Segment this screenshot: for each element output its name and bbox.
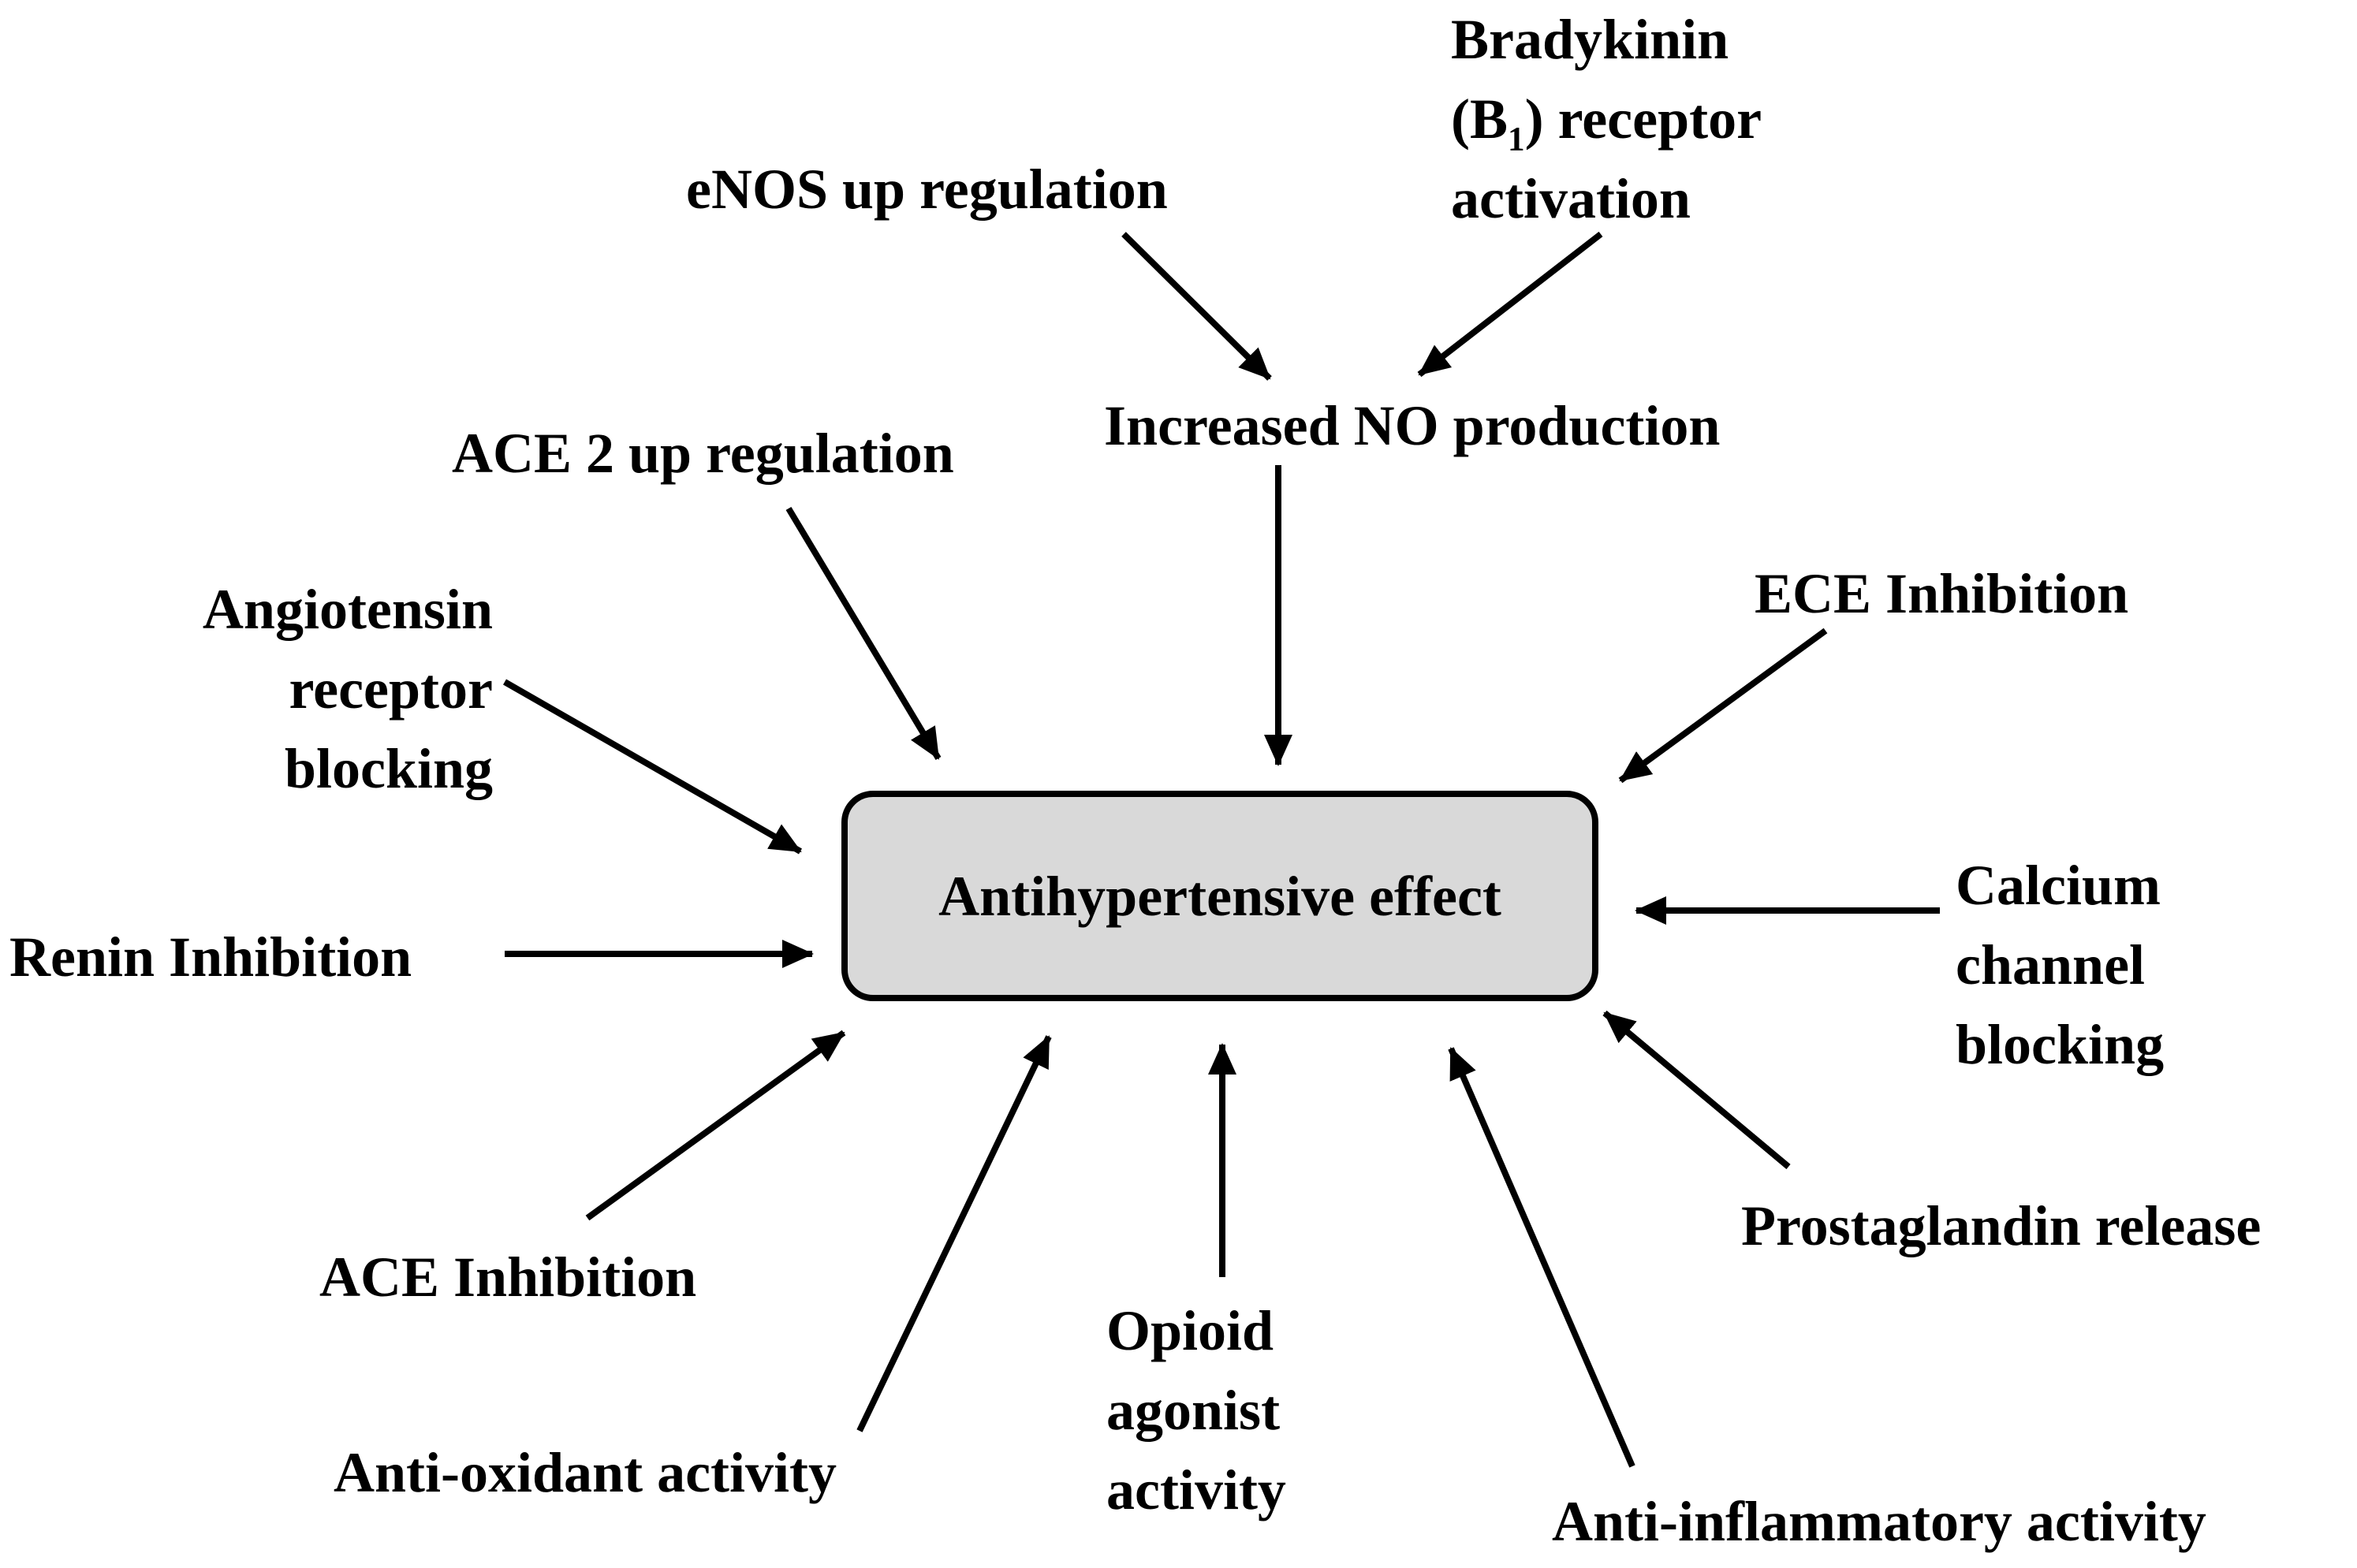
opioid-line-3: activity xyxy=(1106,1458,1286,1521)
label-no-production: Increased NO production xyxy=(1104,394,1721,457)
arrow-angiotensin-to-center xyxy=(503,679,802,855)
label-ace2: ACE 2 up regulation xyxy=(452,422,954,485)
bradykinin-line-1: Bradykinin xyxy=(1451,8,1729,71)
opioid-line-2: agonist xyxy=(1106,1379,1281,1442)
arrow-anti-inflammatory-to-center xyxy=(1448,1047,1635,1468)
arrow-ece-to-center xyxy=(1618,628,1828,784)
arrow-antioxidant-to-center xyxy=(856,1035,1052,1432)
label-opioid: Opioid agonist activity xyxy=(1106,1291,1286,1530)
arrow-ace2-to-center xyxy=(785,506,942,761)
label-ace-inhibition: ACE Inhibition xyxy=(319,1246,697,1309)
label-prostaglandin: Prostaglandin release xyxy=(1741,1194,2262,1257)
calcium-line-3: blocking xyxy=(1956,1013,2165,1076)
label-renin: Renin Inhibition xyxy=(9,926,412,989)
arrow-bradykinin-to-no xyxy=(1417,231,1603,378)
arrow-prostaglandin-to-center xyxy=(1602,1010,1791,1170)
calcium-line-2: channel xyxy=(1956,933,2146,996)
center-label: Antihypertensive effect xyxy=(938,864,1501,928)
label-bradykinin: Bradykinin (B1) receptor activation xyxy=(1451,0,1762,239)
angiotensin-line-2: receptor xyxy=(289,657,493,721)
angiotensin-line-1: Angiotensin xyxy=(202,578,493,641)
bradykinin-line-3: activation xyxy=(1451,167,1691,230)
label-antioxidant: Anti-oxidant activity xyxy=(334,1441,837,1504)
arrow-ace-inhibition-to-center xyxy=(585,1030,846,1221)
bradykinin-line-2: (B1) receptor xyxy=(1451,88,1762,158)
opioid-line-1: Opioid xyxy=(1106,1299,1274,1362)
arrow-enos-to-no xyxy=(1121,232,1272,381)
center-node: Antihypertensive effect xyxy=(841,791,1598,1001)
label-enos: eNOS up regulation xyxy=(686,158,1168,221)
angiotensin-line-3: blocking xyxy=(284,737,493,800)
label-calcium: Calcium channel blocking xyxy=(1956,846,2164,1085)
label-angiotensin: Angiotensin receptor blocking xyxy=(142,570,493,809)
label-anti-inflammatory: Anti-inflammatory activity xyxy=(1552,1490,2206,1553)
label-ece: ECE Inhibition xyxy=(1755,562,2129,625)
calcium-line-1: Calcium xyxy=(1956,854,2161,917)
